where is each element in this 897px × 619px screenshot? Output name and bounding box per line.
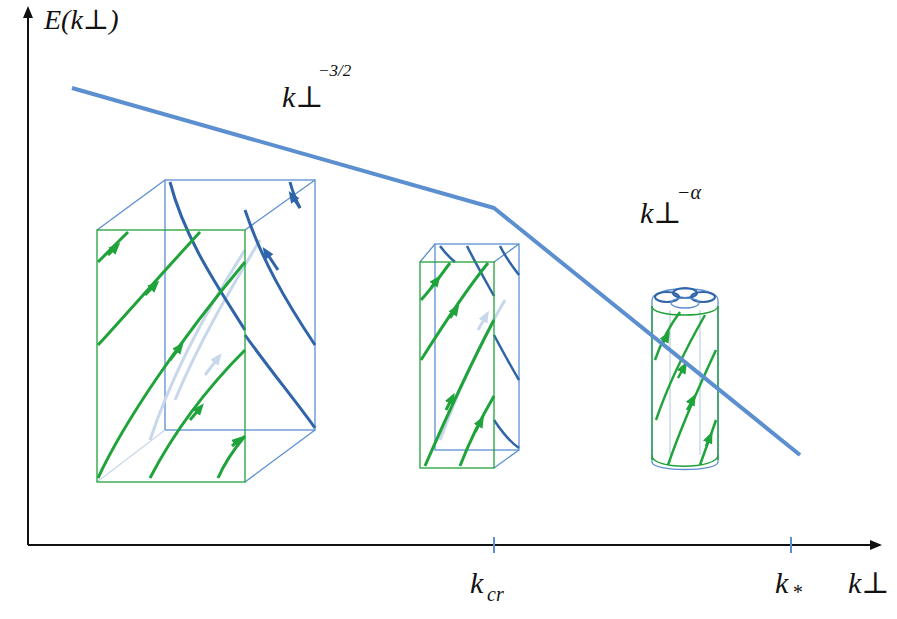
tick-subscript: * xyxy=(792,582,802,602)
illustration-stroke xyxy=(691,292,715,302)
axes xyxy=(28,8,880,553)
illustration-stroke xyxy=(460,396,494,466)
tick-subscript: cr xyxy=(487,584,504,604)
illustration-stroke xyxy=(440,300,505,440)
illustration-stroke xyxy=(478,316,486,330)
slope-label: k⊥ xyxy=(282,82,324,112)
illustration-stroke xyxy=(494,450,519,468)
illustration-stroke xyxy=(440,246,455,262)
illustration-stroke xyxy=(108,247,116,255)
tick-label: k xyxy=(470,568,483,598)
illustration-stroke xyxy=(290,182,300,208)
illustration-stroke xyxy=(150,350,245,478)
illustration-stroke xyxy=(266,252,278,270)
illustration-stroke xyxy=(494,335,519,380)
illustration-stroke xyxy=(145,285,155,295)
tick-label: k xyxy=(775,568,788,598)
illustration-stroke xyxy=(500,246,519,275)
illustration-stroke xyxy=(425,320,494,466)
illustration-stroke xyxy=(671,298,699,308)
illustration-stroke xyxy=(245,180,315,230)
illustration-stroke xyxy=(494,420,519,448)
illustration-stroke xyxy=(98,232,200,345)
illustration-stroke xyxy=(98,262,245,478)
slope-exponent: −α xyxy=(677,182,701,202)
slope-label: k⊥ xyxy=(640,198,682,228)
illustration-stroke xyxy=(421,263,450,300)
illustration-stroke xyxy=(245,430,315,482)
illustration-stroke xyxy=(97,180,165,230)
illustration-stroke xyxy=(706,437,710,446)
illustration-stroke xyxy=(292,196,300,208)
illustration-stroke xyxy=(98,232,128,262)
illustration-stroke xyxy=(27,8,29,545)
illustration-stroke xyxy=(421,263,488,360)
illustration-stroke xyxy=(420,262,494,468)
illustration-stroke xyxy=(450,309,456,318)
illustration-stroke xyxy=(420,244,435,262)
illustration-stroke xyxy=(446,398,452,410)
illustration-stroke xyxy=(493,537,495,553)
illustration-stroke xyxy=(205,358,218,375)
illustration-stroke xyxy=(700,420,716,465)
critical-eddy-box xyxy=(420,244,519,468)
illustration-stroke xyxy=(656,315,705,420)
illustration-stroke xyxy=(245,210,315,345)
illustration-stroke xyxy=(790,537,792,553)
illustration-stroke xyxy=(652,306,718,315)
illustration-stroke xyxy=(170,347,180,360)
illustration-stroke xyxy=(28,544,880,546)
illustration-stroke xyxy=(232,440,239,446)
large-eddy-box xyxy=(97,180,315,482)
illustration-stroke xyxy=(97,230,245,482)
axis-label: k⊥ xyxy=(848,568,890,598)
illustration-stroke xyxy=(475,421,481,432)
spectrum-line xyxy=(72,88,800,455)
illustration-stroke xyxy=(165,180,315,430)
illustration-stroke xyxy=(431,280,437,288)
illustration-stroke xyxy=(678,367,684,378)
axis-title: E(k⊥) xyxy=(44,6,119,34)
illustration-stroke xyxy=(245,335,315,428)
illustration-stroke xyxy=(97,430,165,482)
illustration-stroke xyxy=(652,455,718,466)
illustration-stroke xyxy=(687,399,693,410)
illustration-stroke xyxy=(190,408,200,420)
illustration-stroke xyxy=(175,240,260,400)
slope-exponent: −3/2 xyxy=(318,62,351,79)
illustration-stroke xyxy=(218,436,245,478)
